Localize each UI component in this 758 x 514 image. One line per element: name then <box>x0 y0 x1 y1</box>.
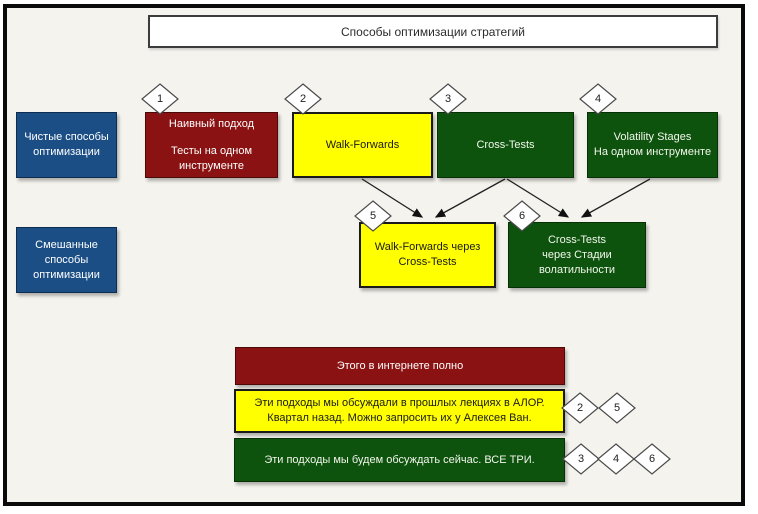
category-box-mixed: Смешанные способы оптимизации <box>16 227 117 293</box>
step-marker-2: 2 <box>284 83 322 115</box>
step-number: 2 <box>576 402 584 414</box>
step-number: 3 <box>444 93 452 105</box>
node-naive-approach: Наивный подход Тесты на одном инструмент… <box>145 112 278 178</box>
step-marker-1: 1 <box>141 83 179 115</box>
legend-internet: Этого в интернете полно <box>235 347 565 385</box>
page-title: Способы оптимизации стратегий <box>341 24 525 39</box>
step-number: 4 <box>594 93 602 105</box>
text-line: Walk-Forwards <box>325 138 400 151</box>
text-line: Наивный подход <box>168 117 255 130</box>
legend-marker-5: 5 <box>598 392 636 424</box>
text-line: Смешанные <box>35 238 98 251</box>
text-line: Этого в интернете полно <box>336 359 464 372</box>
category-box-pure: Чистые способы оптимизации <box>16 112 117 178</box>
text-line: через Стадии <box>542 248 612 261</box>
legend-discussed-earlier: Эти подходы мы обсуждали в прошлых лекци… <box>234 389 565 433</box>
step-number: 5 <box>369 210 377 222</box>
step-number: 3 <box>577 453 585 465</box>
node-cross-tests-via-volatility: Cross-Tests через Стадии волатильности <box>508 222 646 288</box>
step-number: 2 <box>299 93 307 105</box>
step-number: 6 <box>518 210 526 222</box>
legend-marker-2: 2 <box>561 392 599 424</box>
text-line: Volatility Stages <box>613 131 692 143</box>
text-line: Cross-Tests <box>547 233 607 246</box>
text-line: На одном инструменте <box>593 146 712 158</box>
text-line: Walk-Forwards через <box>374 241 481 253</box>
legend-marker-4: 4 <box>597 443 635 475</box>
text-line: Квартал назад. Можно запросить их у Алек… <box>267 412 532 424</box>
node-cross-tests: Cross-Tests <box>437 112 574 178</box>
text-line: оптимизации <box>33 146 100 158</box>
step-marker-4: 4 <box>579 83 617 115</box>
text-line: инструменте <box>179 159 244 172</box>
text-line: Эти подходы мы будем обсуждать сейчас. В… <box>264 453 535 466</box>
step-number: 1 <box>156 93 164 105</box>
text-line: способы <box>44 253 89 266</box>
legend-discuss-now: Эти подходы мы будем обсуждать сейчас. В… <box>234 438 565 482</box>
step-marker-3: 3 <box>429 83 467 115</box>
legend-marker-6: 6 <box>633 443 671 475</box>
text-line: Cross-Tests <box>476 138 535 151</box>
node-volatility-stages: Volatility Stages На одном инструменте <box>587 112 718 178</box>
text-line: волатильности <box>538 263 616 276</box>
text-line: Тесты на одном <box>170 144 253 157</box>
text-line: Эти подходы мы обсуждали в прошлых лекци… <box>254 397 545 409</box>
text-line: Cross-Tests <box>398 256 457 268</box>
step-number: 5 <box>613 402 621 414</box>
legend-marker-3: 3 <box>562 443 600 475</box>
step-marker-5: 5 <box>354 200 392 232</box>
step-number: 4 <box>612 453 620 465</box>
text-line: оптимизации <box>33 268 100 281</box>
step-marker-6: 6 <box>503 200 541 232</box>
step-number: 6 <box>648 453 656 465</box>
node-walk-forwards-via-cross-tests: Walk-Forwards через Cross-Tests <box>359 222 496 288</box>
text-line: Чистые способы <box>24 131 109 143</box>
node-walk-forwards: Walk-Forwards <box>292 112 433 178</box>
title-box: Способы оптимизации стратегий <box>148 15 718 48</box>
